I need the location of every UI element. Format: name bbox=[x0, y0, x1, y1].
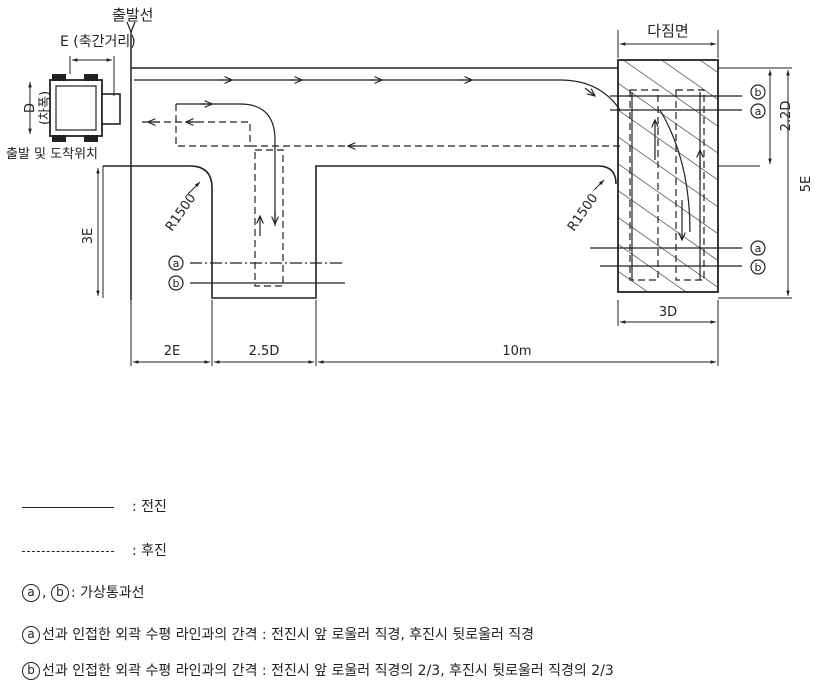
left-bay-dashed-box bbox=[254, 149, 284, 287]
start-position-label: 출발 및 도착위치 bbox=[6, 147, 98, 162]
dim-2-5d: 2.5D bbox=[249, 344, 280, 359]
legend-solid: : 전진 bbox=[22, 496, 167, 516]
car-icon bbox=[49, 74, 121, 142]
dashed-line-sample bbox=[22, 550, 114, 552]
dim-5e: 5E bbox=[799, 176, 814, 193]
dock-face-label: 다짐면 bbox=[647, 22, 688, 40]
car-width-label: D(차폭) bbox=[23, 91, 53, 125]
dim-3d: 3D bbox=[659, 305, 677, 320]
mark-b-legend: b bbox=[50, 584, 69, 602]
dim-10m: 10m bbox=[502, 344, 531, 359]
mark-b-left: b bbox=[168, 275, 184, 291]
dim-2e: 2E bbox=[164, 344, 181, 359]
svg-text:b: b bbox=[173, 277, 180, 290]
mark-a-desc: a bbox=[22, 626, 40, 644]
left-turn-path bbox=[176, 103, 276, 226]
legend-dashed: : 후진 bbox=[22, 540, 167, 560]
mark-a-right-bottom: a bbox=[750, 240, 766, 256]
solid-line-sample bbox=[22, 506, 114, 508]
svg-text:b: b bbox=[755, 86, 762, 99]
start-line-arrow bbox=[126, 21, 136, 33]
mark-a-legend: a bbox=[22, 584, 40, 602]
compaction-block bbox=[617, 59, 719, 293]
start-line-label: 출발선 bbox=[112, 6, 153, 24]
axle-distance-label: E (축간거리) bbox=[60, 34, 136, 50]
svg-text:b: b bbox=[755, 261, 762, 274]
mark-b-right-top: b bbox=[750, 84, 766, 100]
radius-right-label: R1500 bbox=[565, 191, 601, 234]
forward-path bbox=[134, 79, 621, 111]
course-boundary-lower bbox=[103, 165, 617, 299]
mark-a-left: a bbox=[168, 255, 184, 271]
svg-text:a: a bbox=[755, 242, 762, 255]
svg-text:a: a bbox=[173, 257, 180, 270]
dim-2-2d: 2.2D bbox=[779, 101, 794, 132]
dim-3e: 3E bbox=[81, 228, 96, 245]
svg-text:a: a bbox=[755, 105, 762, 118]
course-diagram: 출발선 E (축간거리) D(차폭) 출발 및 도착위치 a bbox=[6, 6, 814, 366]
reverse-path bbox=[140, 121, 620, 147]
mark-b-right-bottom: b bbox=[750, 259, 766, 275]
mark-b-desc: b bbox=[22, 662, 40, 680]
legend-ab: a, b: 가상통과선 bbox=[22, 582, 144, 602]
radius-left-label: R1500 bbox=[163, 191, 199, 234]
mark-a-right-top: a bbox=[750, 103, 766, 119]
